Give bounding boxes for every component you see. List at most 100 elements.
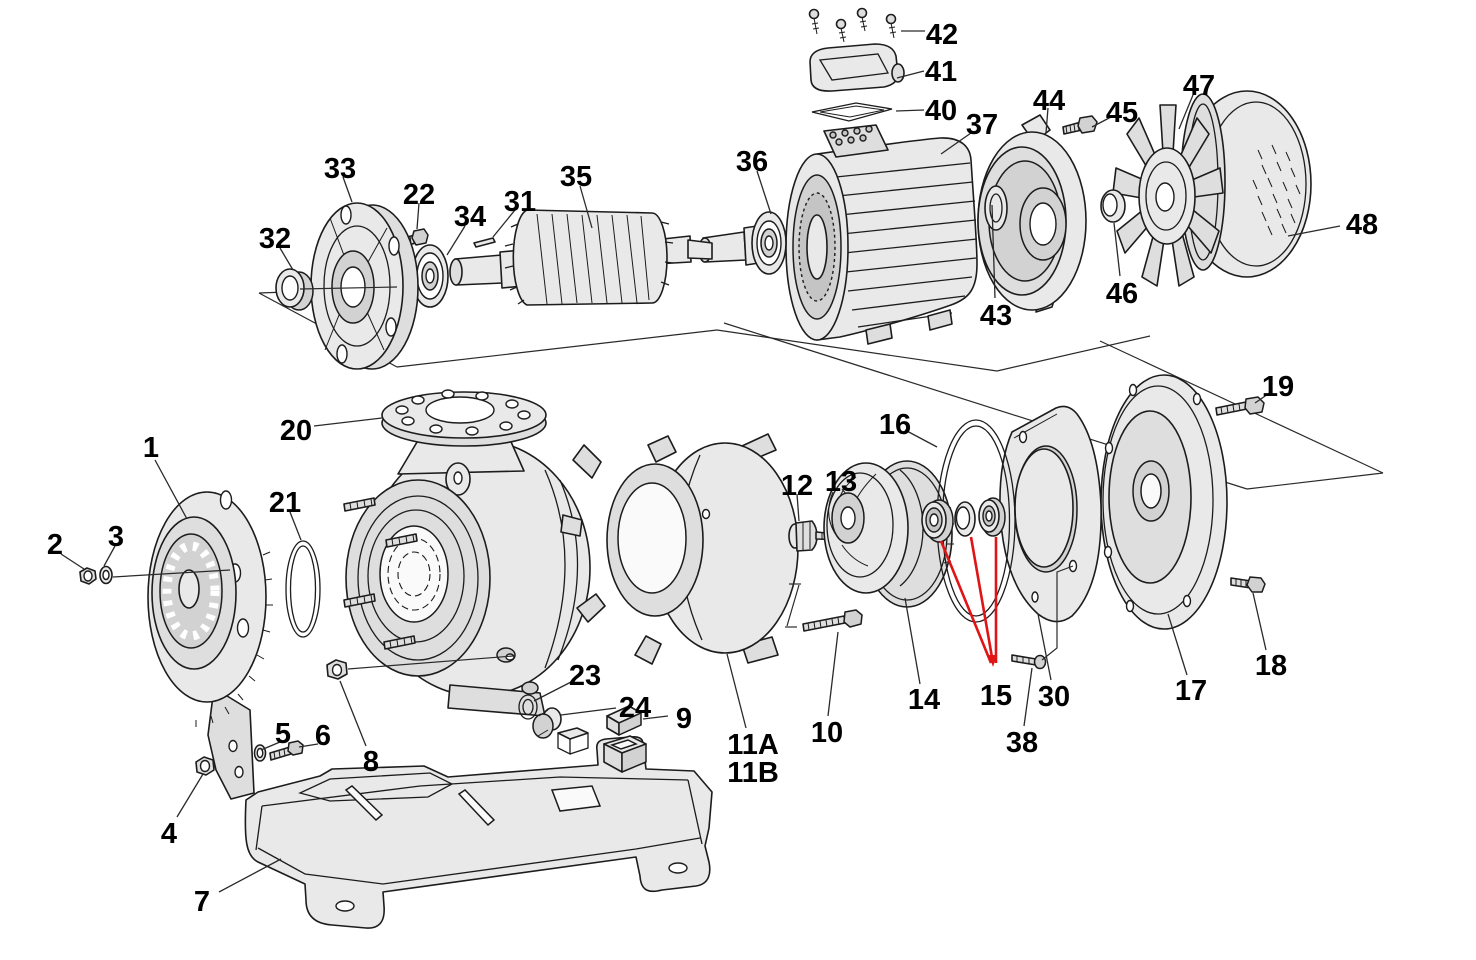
impeller xyxy=(823,462,924,594)
base xyxy=(244,727,713,929)
aux-line-2 xyxy=(347,655,514,670)
leader-17 xyxy=(1167,613,1188,676)
screw-38 xyxy=(1011,654,1047,670)
callout-23: 23 xyxy=(569,660,601,692)
callout-17: 17 xyxy=(1175,675,1207,707)
callout-38: 38 xyxy=(1006,727,1038,759)
screws-42 xyxy=(808,7,897,43)
callout-12: 12 xyxy=(781,470,813,502)
leader-19 xyxy=(1254,391,1272,404)
callout-15: 15 xyxy=(980,680,1012,712)
construction-line-4 xyxy=(996,335,1151,372)
leader-7 xyxy=(218,858,282,893)
nut-4 xyxy=(195,756,215,776)
seal-plate xyxy=(999,405,1102,623)
leader-40 xyxy=(895,109,925,112)
red-pointer-1 xyxy=(969,536,995,664)
callout-47: 47 xyxy=(1183,70,1215,102)
aux-line-0 xyxy=(299,286,398,290)
oring-23 xyxy=(518,694,538,720)
leader-1 xyxy=(154,459,188,520)
aux-lines xyxy=(112,286,1074,670)
callout-44: 44 xyxy=(1033,85,1065,117)
flange-bolt-holes xyxy=(395,389,531,436)
callout-42: 42 xyxy=(926,19,958,51)
red-pointer-arrowhead xyxy=(989,655,997,667)
aux-line-1 xyxy=(112,569,231,578)
rotor-shaft xyxy=(449,209,713,306)
bolt-18 xyxy=(1230,576,1266,593)
leader-47 xyxy=(1178,94,1194,130)
leader-35 xyxy=(579,185,593,229)
bolt-19 xyxy=(1215,396,1265,416)
callout-11B: 11B xyxy=(727,757,779,789)
callout-37: 37 xyxy=(966,109,998,141)
vent-slots xyxy=(1252,144,1301,236)
leader-12 xyxy=(796,493,800,522)
callout-24: 24 xyxy=(619,692,651,724)
callout-1: 1 xyxy=(143,432,159,464)
leader-48 xyxy=(1287,225,1341,237)
callout-10: 10 xyxy=(811,717,843,749)
leader-37 xyxy=(940,132,972,155)
nut-2 xyxy=(79,567,97,585)
leader-43 xyxy=(991,204,996,299)
leader-30 xyxy=(1037,613,1052,681)
motor-endshield xyxy=(977,114,1087,313)
callout-41: 41 xyxy=(925,56,957,88)
rim-serration xyxy=(195,551,273,727)
leader-36 xyxy=(756,170,772,215)
leader-44 xyxy=(1045,107,1049,134)
washer-3 xyxy=(99,565,113,585)
seal-ring-32 xyxy=(275,268,314,311)
aux-line-5 xyxy=(786,584,800,627)
oring-21 xyxy=(285,540,321,638)
callout-34: 34 xyxy=(454,201,486,233)
leader-4 xyxy=(176,773,204,818)
callout-3: 3 xyxy=(108,521,124,553)
callout-20: 20 xyxy=(280,415,312,447)
leader-21 xyxy=(289,511,302,541)
fan xyxy=(1112,104,1224,287)
seal-red-pointer-lines xyxy=(939,536,998,667)
leader-9 xyxy=(642,715,669,720)
terminal-box-gasket xyxy=(811,102,893,122)
leader-5 xyxy=(260,741,281,751)
washer-5 xyxy=(253,744,267,762)
leader-24 xyxy=(560,707,617,716)
callout-13: 13 xyxy=(825,466,857,498)
callout-35: 35 xyxy=(560,161,592,193)
bolt-10 xyxy=(802,609,863,632)
callout-9: 9 xyxy=(676,703,692,735)
strainer-cover xyxy=(147,490,273,800)
leader-22 xyxy=(416,202,420,230)
leader-46 xyxy=(1113,222,1121,277)
v-ring-seal xyxy=(1100,189,1126,223)
callout-43: 43 xyxy=(980,300,1012,332)
callout-40: 40 xyxy=(925,95,957,127)
terminal-box-lid xyxy=(809,43,905,92)
callout-2: 2 xyxy=(47,529,63,561)
rotor-end-teeth xyxy=(504,221,674,305)
leader-lines xyxy=(60,30,1341,893)
callout-7: 7 xyxy=(194,886,210,918)
leader-3 xyxy=(103,545,116,567)
leader-32 xyxy=(279,247,294,271)
callout-11A: 11A xyxy=(727,729,779,761)
construction-line-7 xyxy=(1246,472,1384,490)
leader-16 xyxy=(904,429,938,448)
leader-20 xyxy=(313,417,383,427)
leader-33 xyxy=(342,176,353,203)
leader-13 xyxy=(841,488,847,495)
studs xyxy=(343,497,418,650)
bearing-rear xyxy=(698,211,787,275)
callout-19: 19 xyxy=(1262,371,1294,403)
pump-cover xyxy=(1100,374,1228,630)
callout-48: 48 xyxy=(1346,209,1378,241)
callout-21: 21 xyxy=(269,487,301,519)
leader-31 xyxy=(492,209,516,238)
rubber-block xyxy=(606,705,642,736)
red-pointer-0 xyxy=(939,540,993,664)
